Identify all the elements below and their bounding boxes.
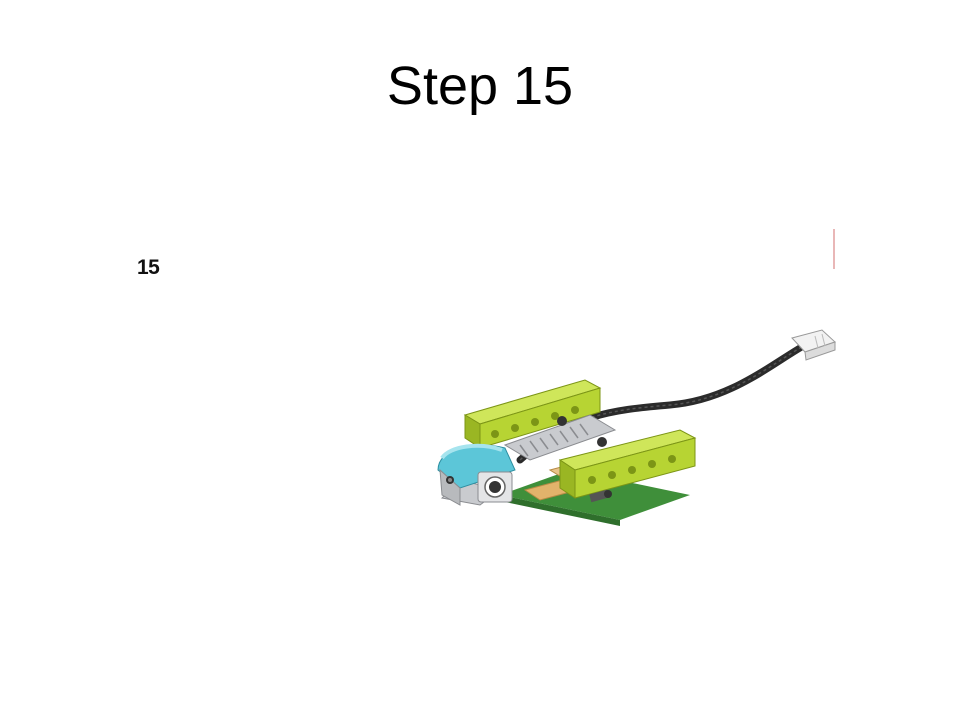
motion-sensor xyxy=(437,443,516,506)
slide-title: Step 15 xyxy=(386,56,574,116)
axle-end xyxy=(589,489,612,503)
edge-marker xyxy=(833,229,835,269)
lego-model-illustration xyxy=(437,329,836,526)
front-beam xyxy=(558,429,697,499)
back-beam xyxy=(463,379,602,449)
axle-pin xyxy=(597,437,607,447)
cable-connector xyxy=(791,329,836,361)
step-number-label: 15 xyxy=(137,256,160,279)
